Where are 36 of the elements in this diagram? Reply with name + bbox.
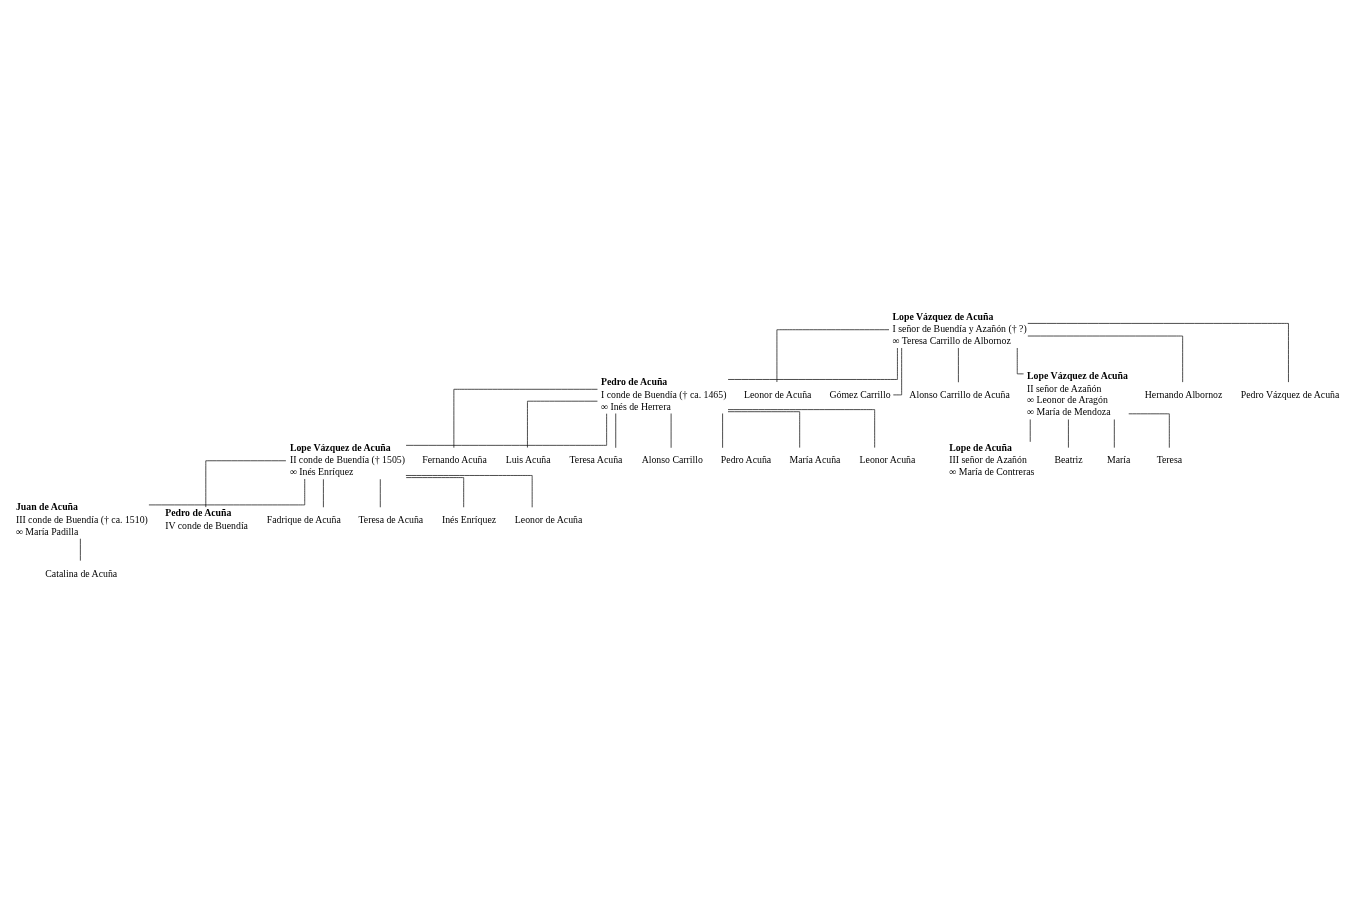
- node-text: Leonor de Acuña: [743, 388, 812, 400]
- node-text: Pedro Acuña: [720, 454, 772, 466]
- connector: [453, 388, 598, 449]
- node-text: Lope de Acuña III señor de Azañón ∞ María de Contreras: [949, 441, 1035, 478]
- connector: [148, 478, 306, 506]
- node-text: Inés Enríquez: [441, 513, 497, 525]
- node-text: Beatriz: [1054, 454, 1083, 466]
- node-text: María: [1106, 454, 1131, 466]
- connector: [1027, 323, 1289, 383]
- node-text: Leonor de Acuña: [514, 513, 583, 525]
- node-text: Gómez Carrillo: [829, 388, 891, 400]
- node-text: Teresa Acuña: [569, 454, 623, 466]
- node-text: Catalina de Acuña: [45, 567, 118, 579]
- node-text: Pedro Vázquez de Acuña: [1240, 388, 1340, 400]
- node-text: Leonor Acuña: [859, 454, 916, 466]
- node-text: Pedro de Acuña I conde de Buendía († ca. 1465) ∞ Inés de Herrera: [601, 376, 727, 412]
- node-text: Fadrique de Acuña: [266, 513, 341, 525]
- node-text: Lope Vázquez de Acuña II señor de Azañón ∞ Leonor de Aragón ∞ María de Mendoza: [1027, 369, 1128, 418]
- node-text: Luis Acuña: [505, 454, 551, 466]
- connector: [527, 400, 598, 448]
- connector: [776, 329, 890, 383]
- node-text: María Acuña: [789, 454, 841, 466]
- connector: [405, 475, 533, 508]
- connector: [205, 460, 287, 508]
- node-text: Hernando Albornoz: [1144, 388, 1223, 400]
- node-text: Fernando Acuña: [422, 454, 487, 466]
- node-text: Teresa: [1156, 454, 1183, 466]
- node-text: Lope Vázquez de Acuña I señor de Buendía y Azañón († ?) ∞ Teresa Carrillo de Albornoz: [892, 310, 1027, 347]
- node-text: Alonso Carrillo de Acuña: [909, 388, 1010, 400]
- node-text: Alonso Carrillo: [641, 454, 703, 466]
- connector: [405, 413, 607, 446]
- node-text: Pedro de Acuña IV conde de Buendía: [165, 506, 248, 531]
- connector: [727, 347, 898, 380]
- node-text: Juan de Acuña III conde de Buendía († ca. 1510) ∞ María Padilla: [15, 501, 148, 537]
- node-text: Lope Vázquez de Acuña II conde de Buendía († 1505) ∞ Inés Enríquez: [289, 441, 405, 478]
- node-text: Teresa de Acuña: [358, 513, 424, 525]
